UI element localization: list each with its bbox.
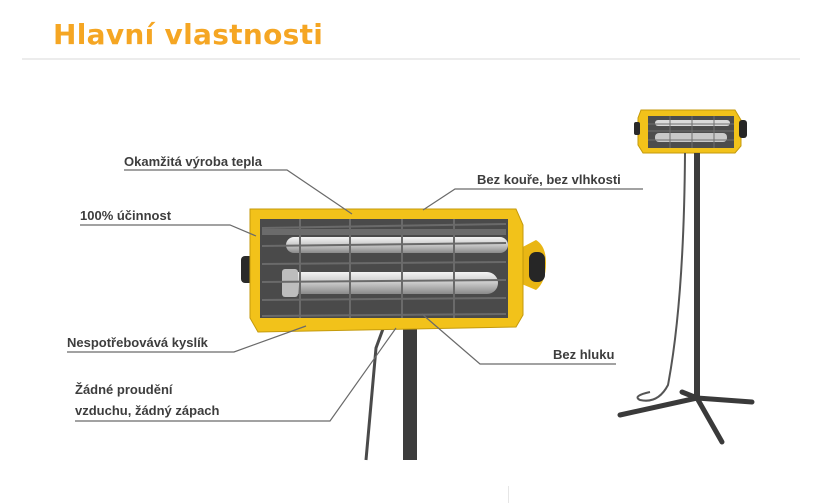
main-grill bbox=[261, 219, 507, 318]
feature-label-efficiency: 100% účinnost bbox=[80, 208, 172, 223]
main-heater bbox=[241, 208, 546, 461]
callout-line-no-smoke bbox=[422, 188, 643, 211]
divider bbox=[508, 486, 509, 503]
main-heater-interior bbox=[260, 219, 508, 318]
side-tripod bbox=[617, 389, 755, 445]
main-heating-tube bbox=[288, 272, 498, 294]
callout-line-no-airflow bbox=[75, 327, 397, 422]
page-title: Hlavní vlastnosti bbox=[53, 18, 324, 51]
callout-lines bbox=[67, 169, 643, 422]
feature-label-no-smoke: Bez kouře, bez vlhkosti bbox=[477, 172, 621, 187]
feature-label-instant-heat: Okamžitá výroba tepla bbox=[124, 154, 262, 169]
feature-label-no-oxygen: Nespotřebovává kyslík bbox=[67, 335, 208, 350]
main-stand-pole bbox=[403, 325, 417, 460]
callout-line-instant-heat bbox=[124, 169, 353, 215]
callout-line-no-oxygen bbox=[67, 325, 307, 353]
main-right-knob bbox=[529, 252, 545, 282]
side-heater bbox=[617, 109, 755, 445]
main-power-cable bbox=[364, 317, 389, 461]
title-divider bbox=[22, 58, 800, 60]
feature-label-no-noise: Bez hluku bbox=[553, 347, 615, 362]
side-stand-pole bbox=[694, 153, 700, 398]
side-power-cable bbox=[636, 152, 686, 402]
callout-line-no-noise bbox=[421, 313, 616, 365]
callout-line-efficiency bbox=[80, 224, 257, 237]
feature-label-no-airflow-line1: Žádné proudění bbox=[75, 382, 173, 397]
feature-label-no-airflow-line2: vzduchu, žádný zápach bbox=[75, 403, 220, 418]
